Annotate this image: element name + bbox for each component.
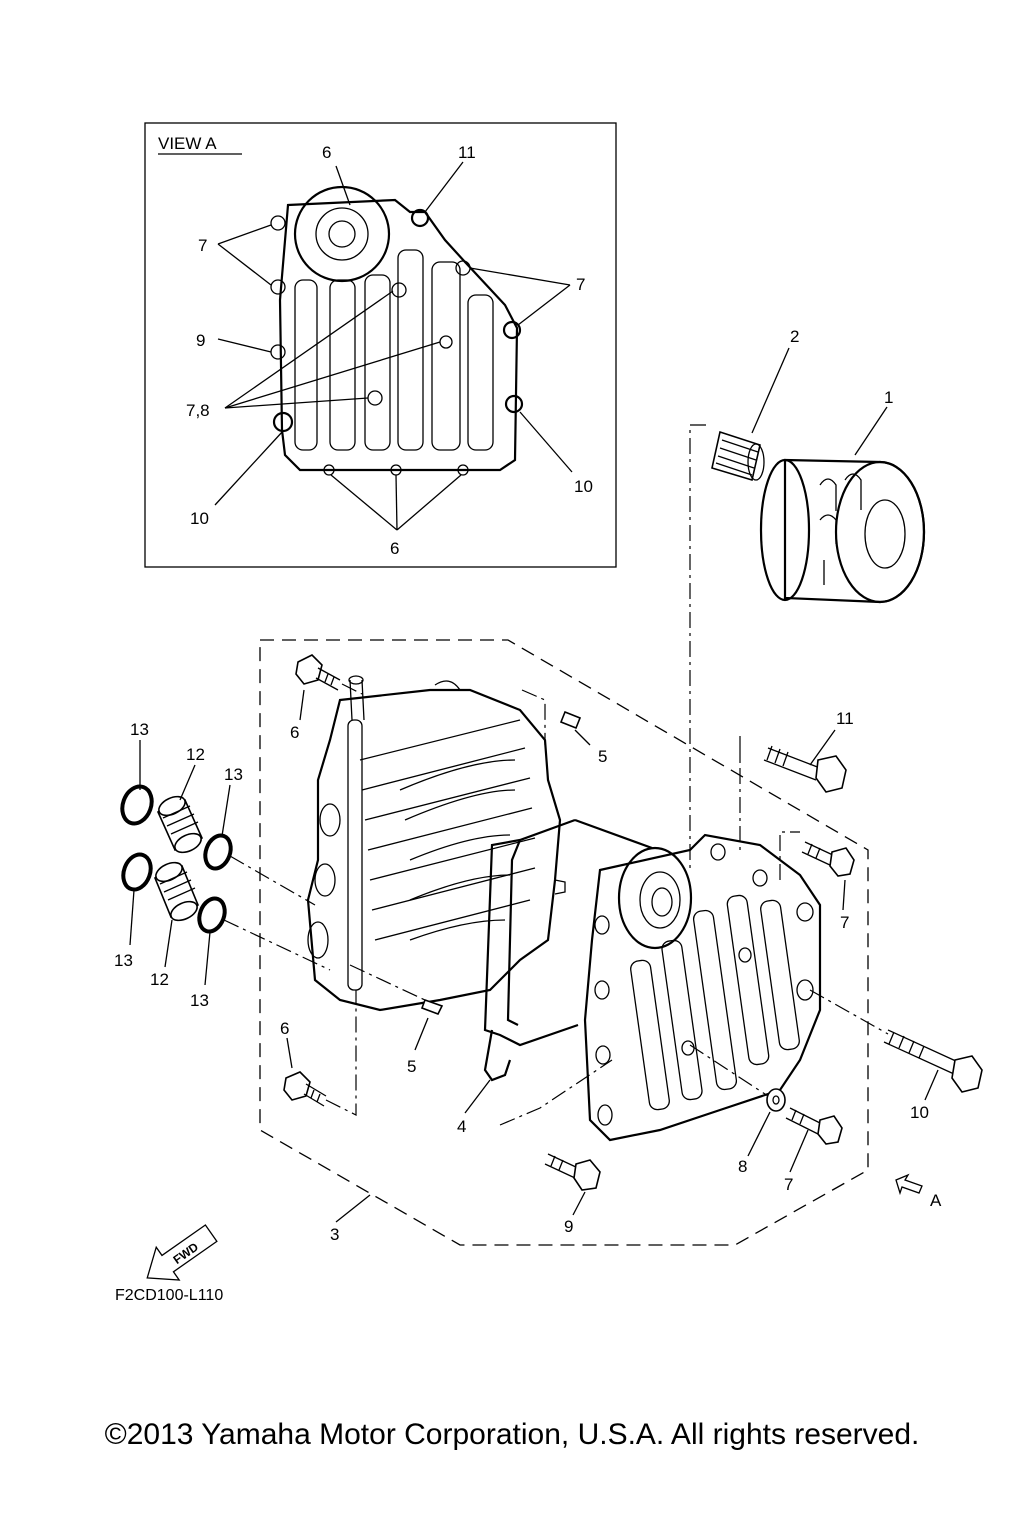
view-a-label-9: 9 [196, 331, 205, 350]
o-ring-part-13-lower-left [121, 852, 153, 892]
leader-11 [809, 729, 836, 766]
callout-12-lower: 12 [150, 970, 169, 989]
callout-4: 4 [457, 1117, 466, 1136]
view-a-label-6-bottom: 6 [390, 539, 399, 558]
leader-3 [335, 1194, 371, 1223]
leader-6-top [299, 689, 305, 721]
callout-13-lower-right: 13 [190, 991, 209, 1010]
callout-6-top: 6 [290, 723, 299, 742]
leader-7-lower [789, 1129, 809, 1173]
view-a-label-7-right: 7 [576, 275, 585, 294]
o-ring-part-13-upper-left [120, 784, 154, 826]
callout-5-bottom: 5 [407, 1057, 416, 1076]
leader-13-lower-left [129, 889, 135, 946]
leader-7-upper [842, 879, 846, 911]
callout-7-upper: 7 [840, 913, 849, 932]
o-ring-part-13-lower-right [197, 896, 331, 971]
bolt-part-7-upper [779, 831, 855, 880]
leader-13-upper-right [221, 784, 231, 837]
sleeve-part-12-upper [156, 795, 204, 854]
view-a-label-11: 11 [458, 143, 476, 162]
view-a-label-7-left: 7 [198, 236, 207, 255]
oil-cover [583, 833, 822, 1142]
leader-12-upper [179, 764, 196, 801]
leader-5-bottom [414, 1017, 429, 1051]
leader-6-bottom [286, 1037, 293, 1069]
bolt-part-6-top [295, 654, 363, 695]
callout-6-bottom: 6 [280, 1019, 289, 1038]
filter-stud-part-2 [711, 430, 765, 482]
bolt-part-6-bottom [283, 990, 357, 1116]
callout-8: 8 [738, 1157, 747, 1176]
view-a-label-10-right: 10 [574, 477, 593, 496]
o-ring-part-13-upper-right [203, 833, 316, 906]
view-a-filter-mount-bore [328, 220, 356, 248]
oil-pump-housing [306, 675, 566, 1012]
callout-13-upper-right: 13 [224, 765, 243, 784]
view-a-filter-mount-inner [315, 207, 369, 261]
sleeve-part-12-lower [153, 861, 200, 922]
callout-2: 2 [790, 327, 799, 346]
leader-1 [854, 406, 888, 456]
callout-7-lower: 7 [784, 1175, 793, 1194]
view-a-ribs [294, 249, 494, 451]
leader-9 [572, 1191, 586, 1216]
fwd-arrow-icon: FWD [146, 1224, 218, 1281]
view-a-leaders [214, 161, 573, 531]
callout-13-lower-left: 13 [114, 951, 133, 970]
gasket-part-4 [483, 818, 653, 1047]
view-a-bolt-holes [270, 208, 524, 476]
view-a-frame [144, 122, 617, 568]
leader-12-lower [164, 919, 173, 968]
leader-13-lower-right [204, 931, 211, 986]
oil-filter-part-1 [759, 458, 926, 604]
view-a-inset: VIEW A [144, 122, 617, 568]
gasket-part-4-lower [483, 1029, 512, 1082]
callout-5-top: 5 [598, 747, 607, 766]
leader-8 [747, 1111, 771, 1157]
view-a-filter-mount [293, 185, 391, 283]
view-a-label-7-8: 7,8 [186, 401, 210, 420]
assembly-boundary [259, 639, 869, 1246]
axis-line-stud [689, 424, 706, 870]
callout-1: 1 [884, 388, 893, 407]
diagram-code: F2CD100-L110 [115, 1287, 223, 1304]
copyright-notice: ©2013 Yamaha Motor Corporation, U.S.A. A… [104, 1418, 920, 1451]
bolt-part-11 [739, 735, 847, 855]
leader-4 [464, 1079, 491, 1114]
callout-3: 3 [330, 1225, 339, 1244]
callout-12-upper: 12 [186, 745, 205, 764]
bolt-part-10 [809, 989, 983, 1093]
view-a-label-6-top: 6 [322, 143, 331, 162]
callout-10: 10 [910, 1103, 929, 1122]
leader-5-top [574, 729, 591, 746]
callout-13-upper-left: 13 [130, 720, 149, 739]
callout-9: 9 [564, 1217, 573, 1236]
parts-diagram: VIEW A [114, 122, 983, 1304]
leader-2 [751, 347, 790, 434]
leader-10 [924, 1069, 939, 1101]
dowel-part-5-top [521, 689, 582, 745]
callout-11: 11 [836, 709, 854, 728]
bolt-part-9 [499, 1059, 613, 1191]
view-a-title: VIEW A [158, 134, 217, 153]
view-a-label-10-left: 10 [190, 509, 209, 528]
washer-part-8 [689, 1044, 786, 1112]
view-a-arrow: A [895, 1173, 942, 1210]
bolt-part-7-lower [785, 1107, 843, 1145]
view-arrow-label: A [930, 1191, 942, 1210]
dowel-part-5-bottom [349, 964, 444, 1016]
